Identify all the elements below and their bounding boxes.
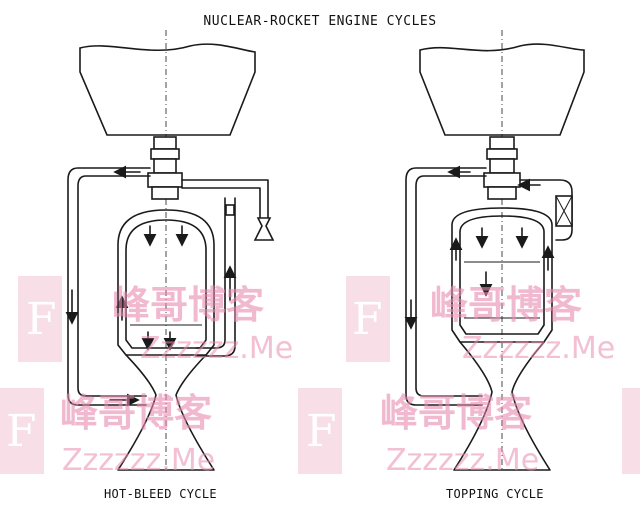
coolant-bypass-line-left — [67, 167, 151, 406]
watermark-chinese: 峰哥博客 — [380, 391, 532, 435]
watermark-chinese: 峰哥博客 — [60, 391, 212, 435]
propellant-tank-right — [419, 43, 585, 136]
watermark-letter: F — [306, 406, 337, 457]
watermark-letter: F — [352, 294, 383, 345]
hot-bleed-engine — [65, 30, 275, 471]
watermark-url: Zzzzzz.Me — [62, 443, 215, 478]
hot-bleed-caption: HOT-BLEED CYCLE — [104, 487, 217, 501]
topping-caption: TOPPING CYCLE — [446, 487, 544, 501]
topping-engine — [404, 30, 585, 471]
turbine-exhaust-nozzle-left — [253, 217, 275, 241]
nozzle-right — [453, 341, 551, 471]
reactor-chamber-left — [117, 209, 215, 356]
watermark-url: Zzzzzz.Me — [462, 331, 615, 366]
propellant-tank-left — [79, 43, 256, 136]
watermark-overlay — [0, 276, 640, 474]
watermark-chinese: 峰哥博客 — [430, 283, 582, 327]
figure-title: NUCLEAR-ROCKET ENGINE CYCLES — [203, 14, 437, 29]
coolant-bypass-line-right — [405, 167, 487, 406]
reactor-chamber-right — [451, 207, 553, 343]
nozzle-left — [117, 354, 215, 471]
watermark-url: Zzzzzz.Me — [386, 443, 539, 478]
watermark-chinese: 峰哥博客 — [112, 283, 264, 327]
watermark-url: Zzzzzz.Me — [140, 331, 293, 366]
watermark-letter: F — [26, 294, 57, 345]
watermark-letter: F — [6, 406, 37, 457]
